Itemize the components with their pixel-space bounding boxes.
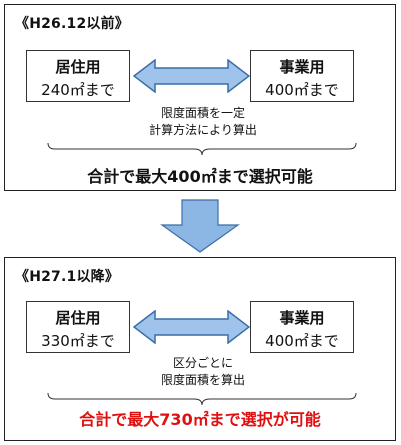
after-note-line1: 区分ごとに xyxy=(172,356,233,370)
after-panel: 《H27.1以降》 居住用 330㎡まで 事業用 400㎡まで 区分ごとに 限度… xyxy=(4,257,396,441)
before-era-label: 《H26.12以前》 xyxy=(15,16,129,32)
after-brace-icon xyxy=(47,392,357,406)
after-business-box: 事業用 400㎡まで xyxy=(250,301,354,353)
after-era-label: 《H27.1以降》 xyxy=(15,269,120,285)
after-total: 合計で最大730㎡まで選択が可能 xyxy=(79,410,321,429)
down-arrow-icon xyxy=(160,199,240,253)
after-business-value: 400㎡まで xyxy=(265,332,339,350)
after-note: 区分ごとに 限度面積を算出 xyxy=(125,355,281,389)
before-note-line1: 限度面積を一定 xyxy=(160,106,245,120)
before-panel: 《H26.12以前》 居住用 240㎡まで 事業用 400㎡まで 限度面積を一定… xyxy=(4,4,396,191)
before-business-box: 事業用 400㎡まで xyxy=(250,50,354,102)
before-business-value: 400㎡まで xyxy=(265,81,339,99)
before-note-line2: 計算方法により算出 xyxy=(149,123,257,137)
after-business-title: 事業用 xyxy=(279,309,325,327)
after-residential-value: 330㎡まで xyxy=(41,332,115,350)
double-headed-arrow-icon xyxy=(133,310,250,344)
after-residential-box: 居住用 330㎡まで xyxy=(26,301,130,353)
before-total: 合計で最大400㎡まで選択可能 xyxy=(87,167,313,186)
before-note: 限度面積を一定 計算方法により算出 xyxy=(125,105,281,139)
before-residential-value: 240㎡まで xyxy=(41,81,115,99)
after-note-line2: 限度面積を算出 xyxy=(160,373,245,387)
before-residential-box: 居住用 240㎡まで xyxy=(26,50,130,102)
before-residential-title: 居住用 xyxy=(55,58,101,76)
before-business-title: 事業用 xyxy=(279,58,325,76)
before-brace-icon xyxy=(47,142,357,156)
double-headed-arrow-icon xyxy=(133,59,250,93)
after-residential-title: 居住用 xyxy=(55,309,101,327)
